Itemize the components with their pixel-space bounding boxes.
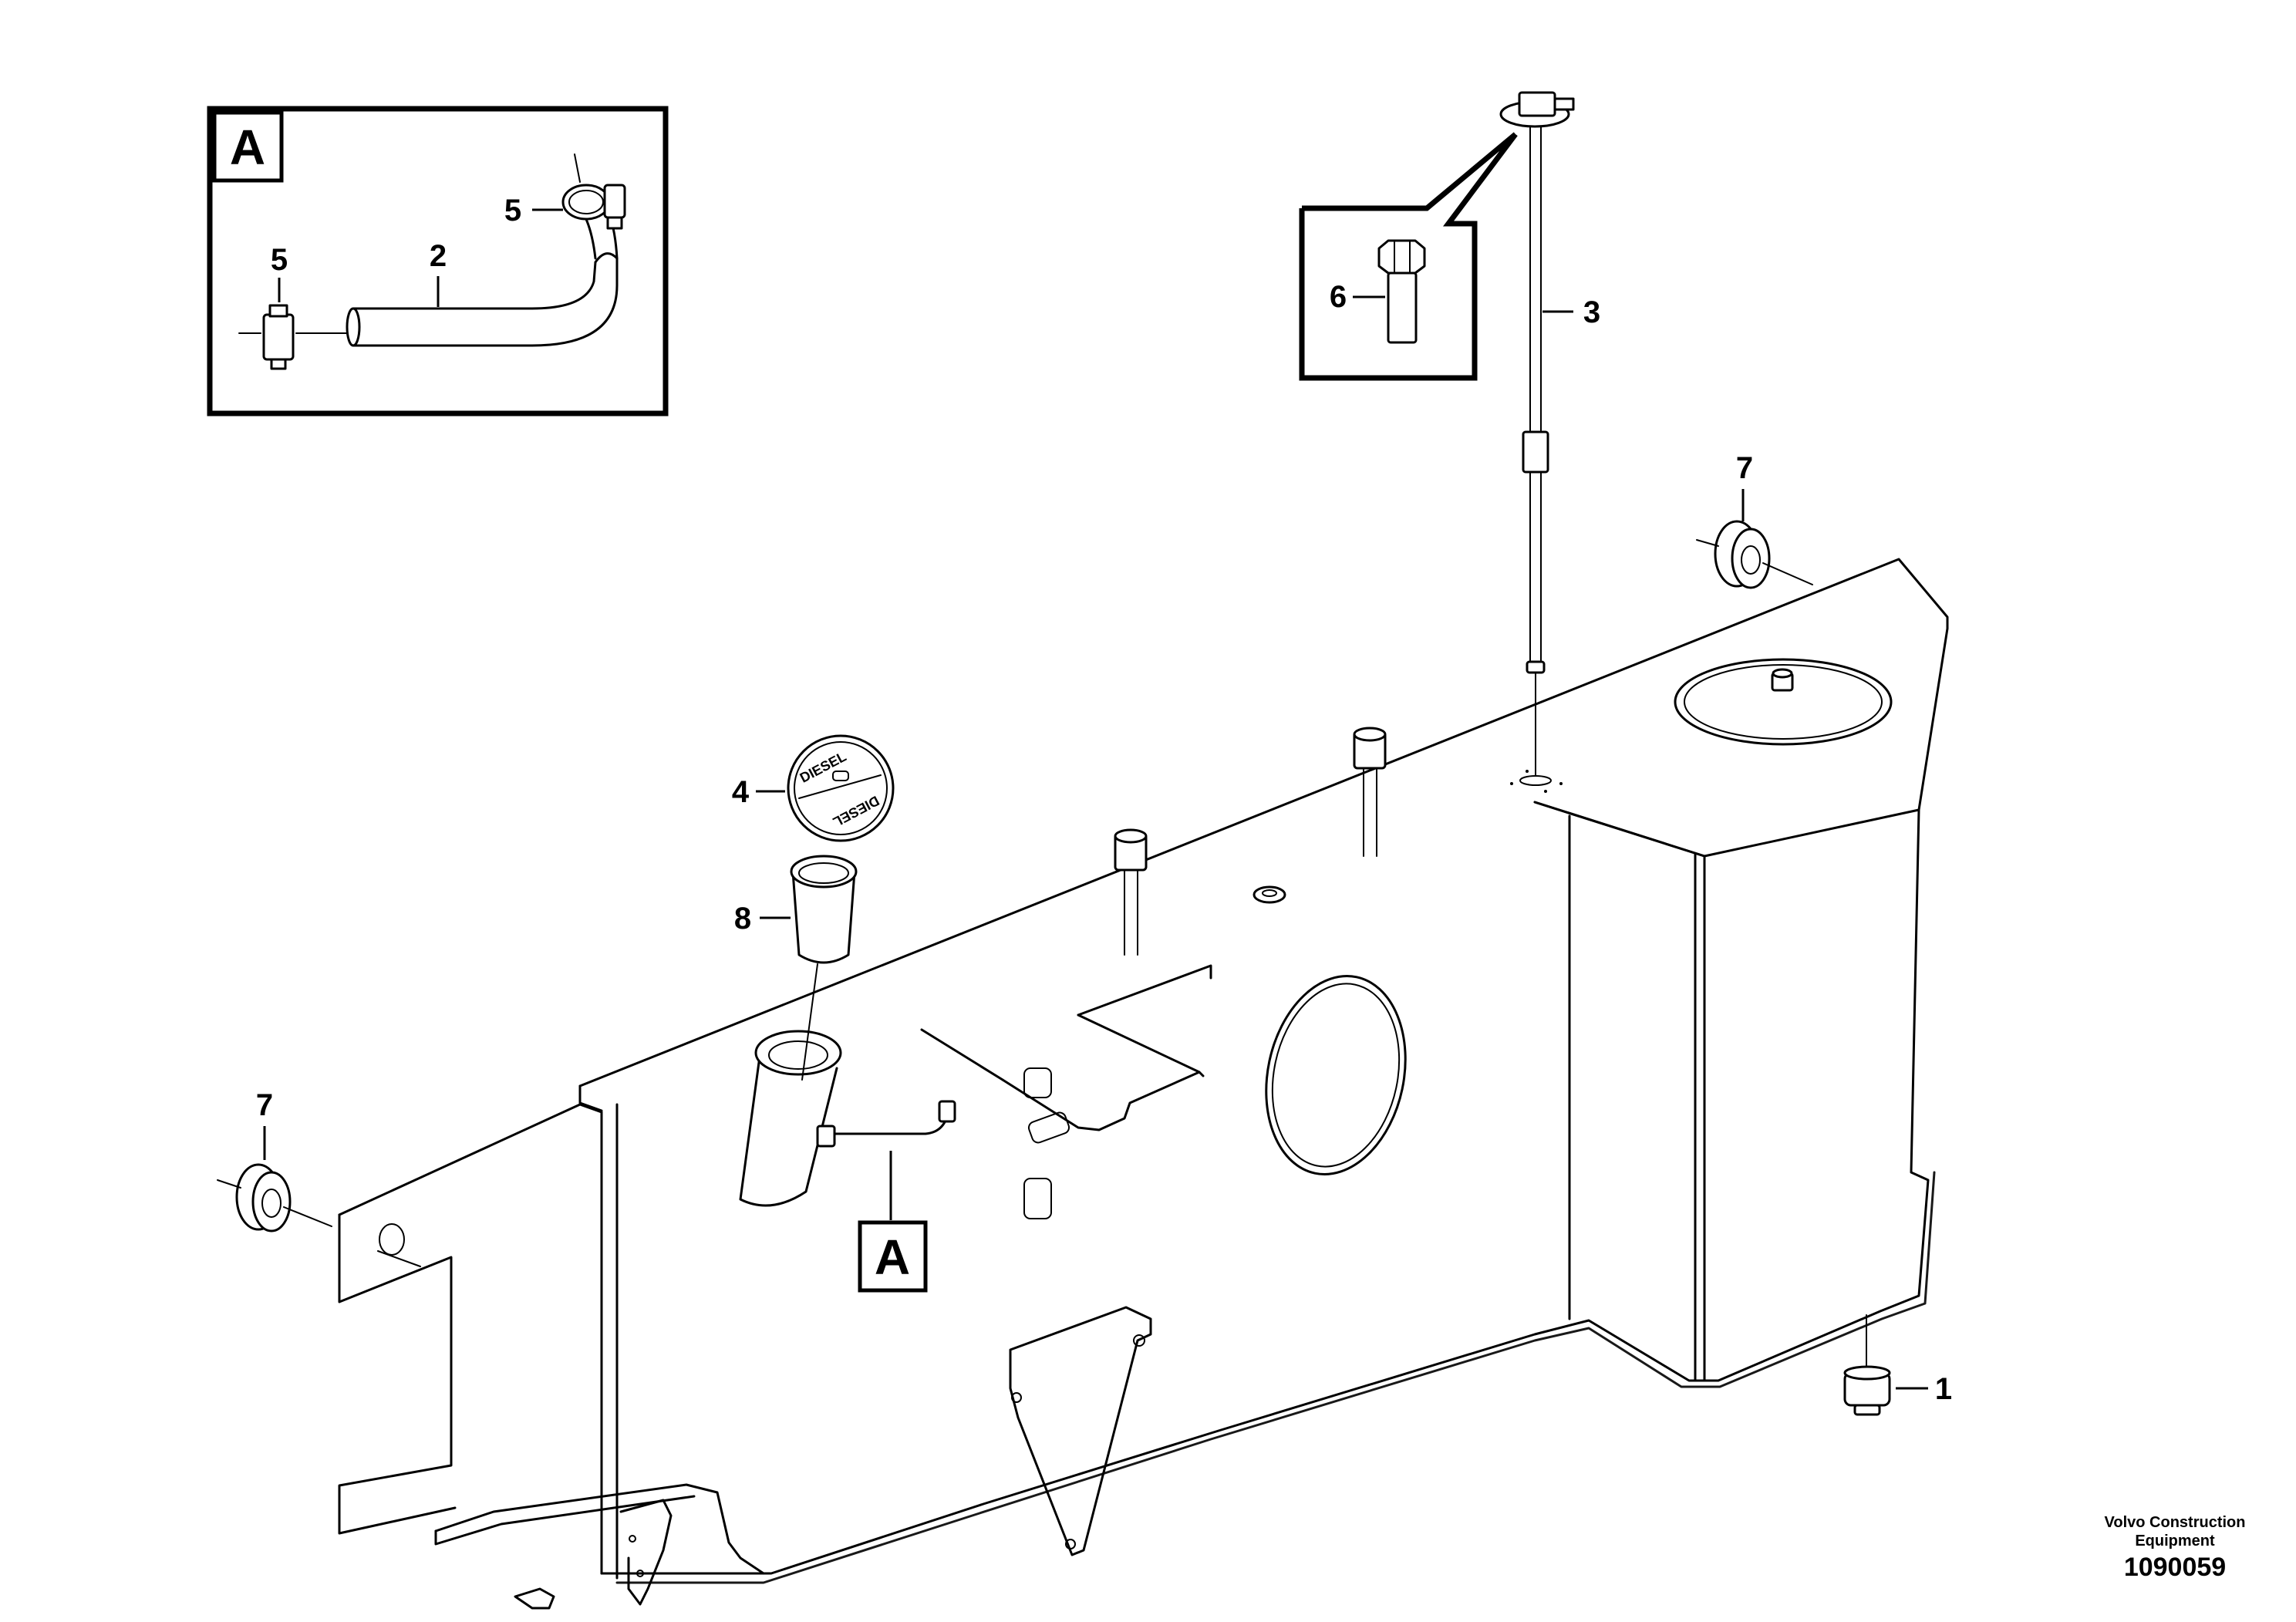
hose-part-2 [346, 213, 619, 347]
callout-4: 4 [732, 775, 750, 809]
publisher-block: Volvo Construction Equipment 1090059 [2075, 1513, 2275, 1584]
callout-3: 3 [1583, 295, 1600, 329]
standpipe-left [1114, 828, 1148, 956]
detail-a-frame [207, 106, 669, 416]
damper-part-1 [1843, 1314, 1891, 1416]
drawing-number: 1090059 [2123, 1553, 2227, 1582]
standpipe-right [1353, 727, 1387, 857]
callout-5-upper: 5 [504, 194, 521, 228]
callout-7-right: 7 [1736, 451, 1753, 485]
detail-a-marker-box [858, 1220, 928, 1293]
filler-neck [739, 1030, 842, 1207]
bolt-part-6 [1377, 239, 1426, 344]
rubber-mount-part-7-left [217, 1163, 332, 1233]
fuel-level-sender-part-3 [1499, 91, 1575, 793]
callout-8: 8 [734, 902, 751, 936]
detail-a-inset: A 5 5 2 [207, 106, 669, 416]
hose-clamp-part-5-upper [561, 153, 626, 230]
bolt-detail-inset: 6 [1299, 132, 1518, 381]
bolt-detail-border [1299, 132, 1518, 381]
breather-hose-on-tank [816, 1100, 956, 1148]
fuel-tank-body [338, 558, 1949, 1610]
callout-2: 2 [430, 239, 447, 273]
rubber-mount-part-7-right [1696, 520, 1813, 589]
publisher-line-1: Volvo Construction [2104, 1514, 2246, 1531]
callout-7-left: 7 [256, 1088, 273, 1122]
filler-cap-part-4: DIESEL DIESEL [787, 734, 895, 842]
publisher-line-2: Equipment [2135, 1533, 2215, 1549]
detail-a-label: A [230, 120, 265, 175]
detail-a-label-box [212, 110, 284, 183]
detail-a-marker-label: A [875, 1229, 910, 1285]
callout-1: 1 [1935, 1372, 1952, 1406]
hose-clamp-part-5-left [238, 304, 348, 370]
callout-5-left: 5 [271, 243, 288, 277]
filler-strainer-part-8 [790, 855, 858, 1081]
callout-6: 6 [1330, 280, 1347, 314]
